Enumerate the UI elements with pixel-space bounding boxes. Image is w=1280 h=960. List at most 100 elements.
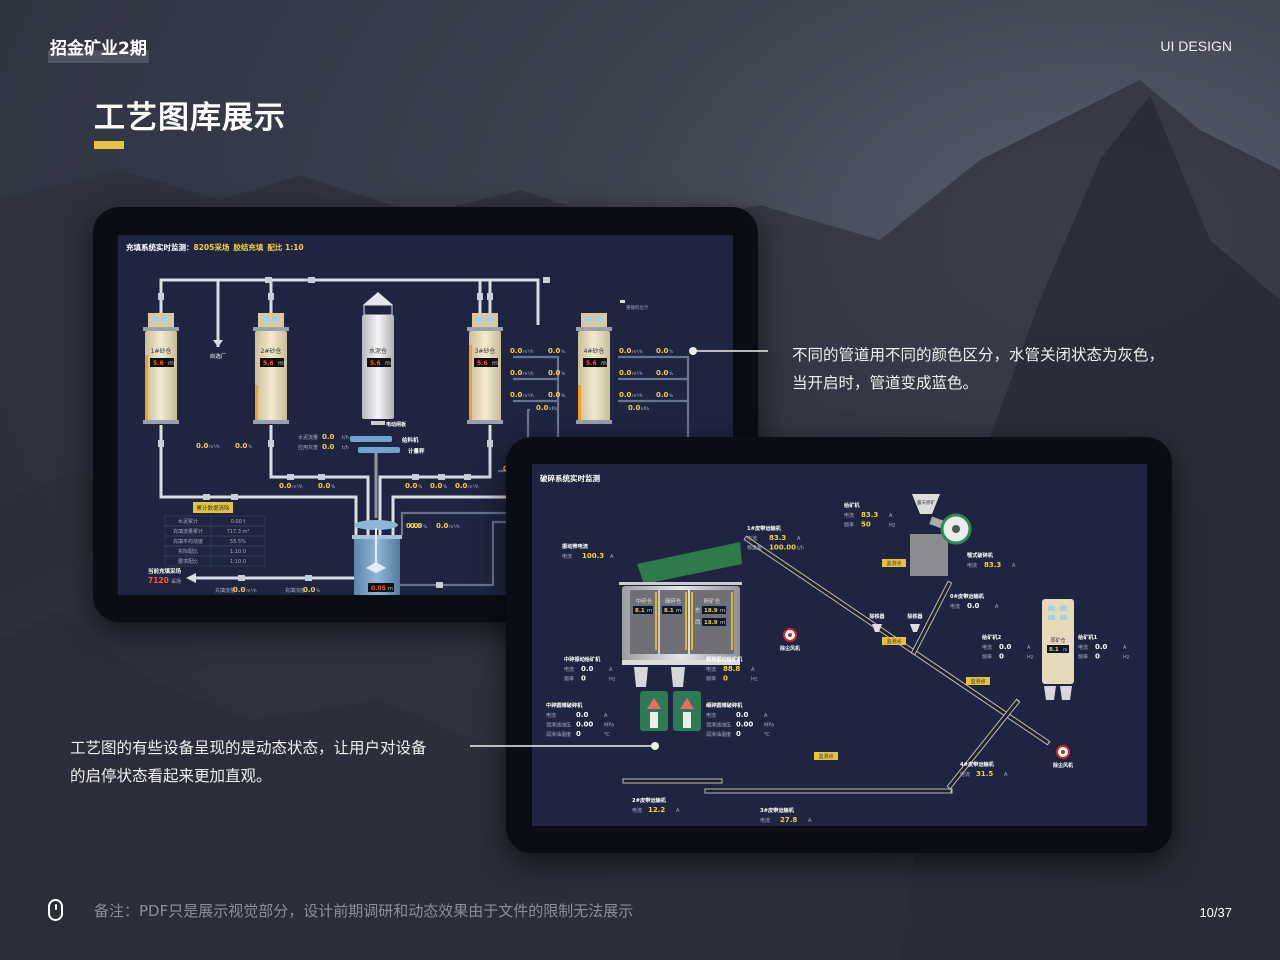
left-flow-unit: m³/h xyxy=(209,444,220,450)
annotation-line: 当开启时，管道变成蓝色。 xyxy=(792,374,979,392)
electric-gate-icon xyxy=(371,421,385,425)
monitor-point-label[interactable]: 监测点 xyxy=(970,678,985,685)
cement-flow-unit: t/h xyxy=(342,435,349,441)
sand-bin-1 xyxy=(143,313,179,424)
clear-data-label[interactable]: 累计数据清除 xyxy=(196,504,230,512)
metric-value: 0.00 xyxy=(576,721,593,729)
fill-title-ratio: 配比 1:10 xyxy=(267,242,303,252)
jaw-crusher-icon xyxy=(910,494,972,576)
raw-ore-label: 露天原矿 xyxy=(917,499,935,506)
arrow-down-icon xyxy=(213,340,223,347)
metric-unit: A xyxy=(995,604,999,610)
monitor-point-label[interactable]: 监测点 xyxy=(886,560,901,567)
stats-key: 要求配比 xyxy=(178,558,198,565)
flow-unit: m³/h xyxy=(632,393,643,399)
monitor-point-label[interactable]: 监测点 xyxy=(818,753,833,760)
flow-value: 0.0 xyxy=(619,347,632,355)
bin-name: 2#砂仓 xyxy=(261,347,282,355)
metric-label: 润滑油温度 xyxy=(546,731,571,738)
metric-unit: Hz xyxy=(609,677,616,683)
page-title: 工艺图库展示 xyxy=(94,100,286,136)
bin-level: 5.6 xyxy=(263,360,274,367)
fill-title-mode: 胶结充填 xyxy=(233,242,263,252)
current-site-unit: 采场 xyxy=(171,578,181,585)
metric-label: 电流 xyxy=(564,666,574,673)
self-plant-label: 自选厂 xyxy=(210,352,227,360)
metric-unit: A xyxy=(1027,645,1031,651)
bin-unit: m xyxy=(278,360,284,367)
mixer-level-unit: m xyxy=(388,586,393,592)
mid-left-flow-value: 0.0 xyxy=(279,482,292,490)
metric-unit: A xyxy=(889,513,893,519)
metric-label: 电流 xyxy=(967,562,977,569)
metric-unit: A xyxy=(764,713,768,719)
monitor-point-button[interactable]: 监测点 xyxy=(814,752,838,760)
sand-bin-4 xyxy=(576,313,612,424)
mid-right-flow-value: 0.0 xyxy=(455,482,468,490)
bin-name: 水泥仓 xyxy=(369,347,387,355)
metric-unit: Hz xyxy=(751,677,758,683)
ui-design-tag: UI DESIGN xyxy=(1160,38,1232,54)
lower-right-flow-unit: m³/h xyxy=(449,524,460,530)
bin-unit: m xyxy=(720,620,725,626)
fill-density-unit: % xyxy=(316,588,321,594)
metric-label: 频率 xyxy=(982,654,992,661)
metric-value: 0.0 xyxy=(967,602,980,610)
flow-unit: % xyxy=(669,393,674,399)
clear-data-button[interactable]: 累计数据清除 xyxy=(193,502,233,513)
metric-value: 50 xyxy=(861,521,871,529)
device-name: 细碎圆锥破碎机 xyxy=(706,701,743,709)
flow-value: 0.0 xyxy=(548,369,561,377)
metric-value: 0.0 xyxy=(780,826,793,827)
monitor-point-button[interactable]: 监测点 xyxy=(882,559,906,567)
bin-unit: m xyxy=(676,608,681,614)
bin-unit: m xyxy=(601,360,607,367)
flow-unit: % xyxy=(669,349,674,355)
metric-label: 频率 xyxy=(844,522,854,529)
metric-unit: A xyxy=(808,818,812,824)
monitor-point-label[interactable]: 监测点 xyxy=(886,638,901,645)
metric-unit: Hz xyxy=(1027,655,1034,661)
mouse-scroll-icon xyxy=(48,899,63,921)
metric-value: 100.3 xyxy=(582,552,604,560)
metric-unit: A xyxy=(609,667,613,673)
metric-label: 润滑油油压 xyxy=(546,722,571,729)
flow-value: 0.0 xyxy=(656,369,669,377)
lower-right-pct-unit: % xyxy=(423,524,428,530)
bin-unit: m xyxy=(492,360,498,367)
fill-title-prefix: 充填系统实时监测： xyxy=(126,242,194,252)
metric-unit: A xyxy=(676,808,680,814)
raw-bin-level: 8.1 xyxy=(1049,647,1059,653)
monitor-point-button[interactable]: 监测点 xyxy=(966,677,990,685)
flow-value: 0.0 xyxy=(510,347,523,355)
stats-value: 1:10.0 xyxy=(230,549,246,555)
lower-right-pct-value: 0.0 xyxy=(410,522,423,530)
flow-value: 0.0 xyxy=(548,391,561,399)
mid-right-pct-value: 0.0 xyxy=(430,482,443,490)
ore-silo-complex xyxy=(619,542,742,687)
cement-ash-value: 0.0 xyxy=(322,443,335,451)
mixer-level-value: 0.05 xyxy=(371,585,386,592)
bin-east-level: 18.9 xyxy=(704,608,718,614)
bin-name: 细碎仓 xyxy=(665,597,682,605)
flow-unit: % xyxy=(561,393,566,399)
stats-value: 55.5% xyxy=(230,539,246,545)
device-name: 中碎振动给矿机 xyxy=(564,655,601,663)
flow-unit: % xyxy=(561,371,566,377)
fill-flow-unit: m³/h xyxy=(246,588,257,594)
metric-value: 0 xyxy=(723,675,728,683)
metric-value: 0.0 xyxy=(736,711,749,719)
monitor-point-button[interactable]: 监测点 xyxy=(882,637,906,645)
metric-label: 电流 xyxy=(760,817,770,824)
device-name: 颚式破碎机 xyxy=(967,551,994,559)
metric-label: 电流 xyxy=(960,771,970,778)
